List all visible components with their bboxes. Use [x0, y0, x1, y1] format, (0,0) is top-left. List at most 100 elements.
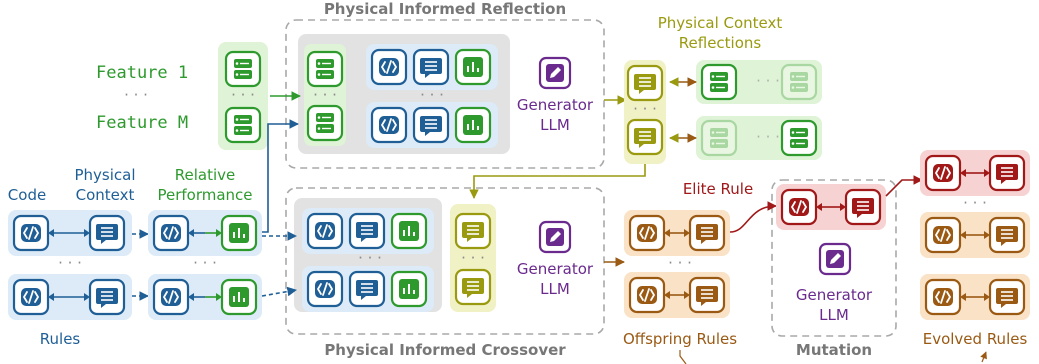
reflections-label-line2: Reflections [679, 34, 762, 52]
feature-list-icon [306, 104, 344, 142]
reflection-generator-line1: Generator [517, 96, 594, 114]
code-icon [152, 214, 190, 252]
code-icon [12, 214, 50, 252]
chat-icon [88, 214, 126, 252]
crossover-title: Physical Informed Crossover [324, 341, 566, 359]
bidirectional-arrow [188, 229, 222, 237]
feature-list-icon [780, 63, 818, 101]
code-icon [924, 216, 962, 254]
arrow-offspring-to-mutation [729, 201, 777, 233]
code-icon [306, 270, 344, 308]
pencil-icon [538, 220, 572, 254]
code-icon [924, 278, 962, 316]
chat-icon [348, 270, 386, 308]
code-icon [12, 278, 50, 316]
bidirectional-arrow [816, 203, 846, 211]
physical-context-label-line2: Context [76, 186, 135, 204]
offspring-brace [679, 350, 687, 364]
pencil-icon [538, 56, 572, 90]
chat-icon [454, 268, 492, 306]
chat-icon [454, 212, 492, 250]
bidirectional-arrow [960, 231, 990, 239]
arrow-ranked-to-crossover-bottom [261, 286, 297, 297]
chat-icon [844, 188, 882, 226]
code-icon [370, 106, 408, 144]
feature-list-icon [700, 119, 738, 157]
reflection-rule-dots: · · · [420, 86, 444, 104]
bar-chart-icon [390, 270, 428, 308]
chat-icon [988, 216, 1026, 254]
feature-1-label: Feature 1 [96, 63, 188, 83]
code-label: Code [8, 186, 46, 204]
evolved-dots: · · · [963, 194, 987, 212]
bidirectional-arrow [48, 293, 90, 301]
relative-performance-label-line1: Relative [175, 166, 236, 184]
arrow-mutation-to-evolved [885, 175, 923, 197]
bidirectional-arrow [188, 293, 222, 301]
relative-performance-label-line2: Performance [157, 186, 252, 204]
chat-icon [626, 64, 664, 102]
chat-icon [688, 214, 726, 252]
code-icon [628, 214, 666, 252]
chat-icon [688, 276, 726, 314]
reflection-generator-line2: LLM [540, 116, 570, 134]
icons-layer [12, 48, 1026, 316]
crossover-generator-line2: LLM [540, 280, 570, 298]
rules-label: Rules [40, 330, 81, 348]
crossover-generator-line1: Generator [517, 260, 594, 278]
mutation-generator-line1: Generator [796, 286, 873, 304]
chat-icon [412, 48, 450, 86]
bar-chart-icon [454, 48, 492, 86]
code-icon [306, 212, 344, 250]
code-icon [152, 278, 190, 316]
feature-dots: · · · [124, 86, 148, 104]
reflections-label-line1: Physical Context [658, 14, 783, 32]
physical-context-label-line1: Physical [74, 166, 135, 184]
feature-m-label: Feature M [96, 113, 188, 133]
feature-stack-dots: · · · [231, 86, 255, 104]
feature-list-icon [780, 119, 818, 157]
chat-icon [988, 154, 1026, 192]
chat-icon [988, 278, 1026, 316]
code-icon [924, 154, 962, 192]
ranked-dots: · · · [193, 254, 217, 272]
crossover-reflection-dots: · · · [461, 249, 485, 267]
bidirectional-arrow [664, 229, 690, 237]
bidirectional-arrow [960, 293, 990, 301]
mutation-title: Mutation [796, 341, 872, 359]
reflection-title: Physical Informed Reflection [324, 0, 566, 18]
code-icon [780, 188, 818, 226]
rules-dots: · · · [58, 254, 82, 272]
reflections-dots: · · · [633, 100, 657, 118]
offspring-dots: · · · [668, 254, 692, 272]
chat-icon [348, 212, 386, 250]
pencil-icon [818, 242, 852, 276]
feature-list-icon [224, 50, 262, 88]
reflection-row-dots-bottom: · · · [756, 128, 780, 146]
code-icon [370, 48, 408, 86]
elite-rule-label: Elite Rule [683, 180, 753, 198]
bar-chart-icon [220, 214, 258, 252]
arrow-ranked-to-reflection [262, 119, 299, 233]
arrow-reflections-to-crossover [469, 164, 646, 199]
chat-icon [412, 106, 450, 144]
mutation-frame [771, 179, 897, 337]
bidirectional-arrow [48, 229, 90, 237]
feature-list-icon [700, 63, 738, 101]
reflection-frame [285, 19, 605, 169]
chat-icon [88, 278, 126, 316]
mutation-generator-line2: LLM [819, 306, 849, 324]
bidirectional-arrow [960, 169, 990, 177]
offspring-rules-label: Offspring Rules [623, 330, 737, 348]
bidirectional-arrow [664, 291, 690, 299]
feature-list-icon [306, 50, 344, 88]
feature-list-icon [224, 106, 262, 144]
evolved-arrow-up [980, 351, 987, 363]
reflection-row-dots-top: · · · [756, 72, 780, 90]
bar-chart-icon [454, 106, 492, 144]
evolved-rules-label: Evolved Rules [923, 330, 1028, 348]
crossover-rule-dots: · · · [358, 249, 382, 267]
crossover-frame [285, 187, 605, 335]
code-icon [628, 276, 666, 314]
